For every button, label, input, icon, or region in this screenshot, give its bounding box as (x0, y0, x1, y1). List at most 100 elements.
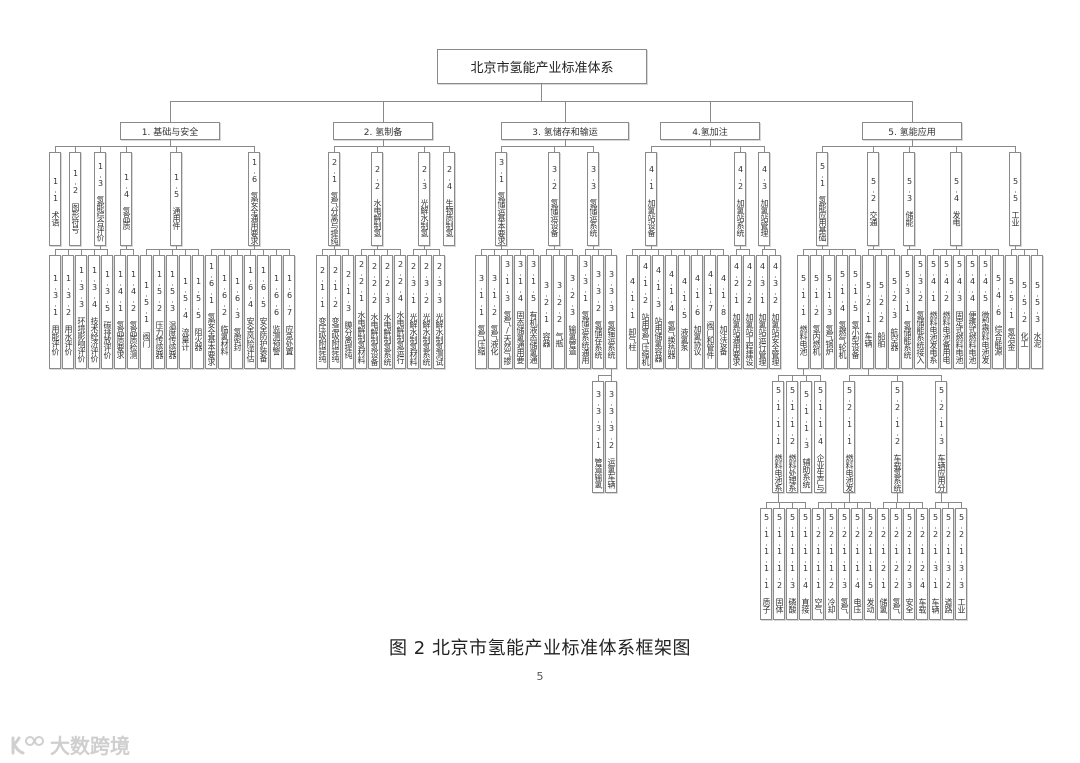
standard-item-node: 4.1.1 卸气柱 (626, 255, 638, 369)
detail-item-node: 5.2.1.1.4 电压变换器 (851, 508, 863, 620)
standard-item-node: 1.6.4 安全风险评估 (244, 255, 256, 369)
connector-line (816, 249, 817, 255)
connector-line (907, 249, 921, 250)
standard-item-node: 4.2.1 加氢站通用要求 (730, 255, 742, 369)
subcategory-node: 3.3 氢储运系统 (587, 152, 599, 246)
connector-line (55, 249, 56, 255)
category-node-5: 5. 氢能应用 (862, 122, 962, 140)
connector-line (941, 375, 942, 381)
standard-item-node: 1.4.1 氢品质要求 (114, 255, 126, 369)
subcategory-node: 1.4 氢品质 (120, 152, 132, 246)
standard-item-node-label: 2.1.1 变压吸附提纯 (318, 266, 327, 362)
standard-item-node-label: 5.4.6 综合能源 (994, 273, 1003, 355)
standard-item-node-label: 1.4.1 氢品质要求 (116, 269, 125, 359)
sub-item-node: 5.2.1.1 燃料电池发动机系统 (843, 381, 855, 493)
subcategory-node: 4.2 加氢站系统 (734, 152, 746, 246)
standard-item-node: 1.6.3 氢密封 (231, 255, 243, 369)
standard-item-node: 3.2.3 输氢管道 (566, 255, 578, 369)
subcategory-node-label: 2.2 水电解制氢 (373, 165, 382, 237)
subcategory-node-label: 3.1 氢储运基本要求 (497, 157, 506, 245)
standard-item-node-label: 1.4.2 氢品质检测 (129, 269, 138, 359)
standard-item-node: 3.1.4 固态储氢通用要求 (514, 255, 526, 369)
sub-item-node-label: 5.1.1.2 燃料处理系统 (787, 386, 797, 492)
connector-line (611, 249, 612, 255)
connector-line (374, 249, 375, 255)
detail-item-node-label: 5.2.1.1.5 发动机系统测试 (865, 513, 875, 613)
connector-line (870, 502, 871, 508)
standard-item-node-label: 5.4.3 固定式燃料电池发电系统 (954, 260, 964, 364)
figure-caption: 图 2 北京市氢能产业标准体系框架图 (389, 638, 691, 659)
standard-item-node-label: 1.3.1 用能评价 (51, 273, 60, 355)
root-node: 北京市氢能产业标准体系 (437, 49, 647, 84)
connector-line (481, 249, 482, 255)
connector-line (224, 249, 225, 255)
connector-line (322, 249, 323, 255)
connector-line (956, 246, 957, 249)
connector-line (896, 502, 897, 508)
standard-item-node: 4.1.3 站用储氢容器 (652, 255, 664, 369)
subcategory-node-label: 1.2 图形符号 (71, 169, 80, 233)
standard-item-node-label: 2.1.3 膜分离提纯 (344, 269, 353, 359)
detail-item-node: 5.2.1.2.1 储氢模块 (877, 508, 889, 620)
standard-item-node: 5.3.2 氢储能系统接入电网 (914, 255, 926, 369)
standard-item-node-label: 3.2.1 容器 (542, 281, 551, 347)
subcategory-node: 5.5 工业 (1009, 152, 1021, 246)
detail-item-node: 5.2.1.2.4 车载氢系统要求及测试 (916, 508, 928, 620)
connector-line (172, 249, 173, 255)
detail-item-node: 5.1.1.1.3 磷酸燃料电池 (786, 508, 798, 620)
subcategory-node-label: 4.3 加氢站管理 (760, 165, 769, 237)
standard-item-node-label: 1.5.4 流量计 (181, 277, 190, 351)
detail-item-node-label: 5.2.1.1.2 冷却系统 (826, 513, 836, 613)
connector-line (383, 101, 384, 122)
connector-line (697, 249, 698, 255)
standard-item-node: 2.1.1 变压吸附提纯 (316, 255, 328, 369)
standard-item-node: 5.4.6 综合能源 (992, 255, 1004, 369)
standard-item-node-label: 1.3.4 技术经济评价 (90, 266, 99, 362)
standard-item-node-label: 5.3.1 氢储能系统 (903, 269, 912, 359)
connector-line (55, 146, 255, 147)
standard-item-node: 1.6.2 临氢材料 (218, 255, 230, 369)
connector-line (658, 249, 659, 255)
sub-item-node-label: 5.1.1.4 企业生产与管理 (815, 386, 825, 492)
connector-line (941, 493, 942, 502)
connector-line (439, 249, 440, 255)
connector-line (126, 246, 127, 249)
detail-item-node-label: 5.1.1.1.2 固体氧化物燃料电池 (774, 513, 784, 613)
connector-line (778, 375, 779, 381)
watermark-logo-icon (10, 734, 44, 756)
detail-item-node: 5.2.1.2.3 安全部件 (903, 508, 915, 620)
connector-line (998, 249, 999, 255)
standard-item-node: 5.2.3 航空器 (888, 255, 900, 369)
connector-line (749, 249, 750, 255)
standard-item-node: 5.1.1 燃料电池 (797, 255, 809, 369)
standard-item-node: 4.3.2 加氢站安全管理 (769, 255, 781, 369)
subcategory-node: 1.1 术语 (49, 152, 61, 246)
connector-line (554, 146, 555, 152)
connector-line (881, 249, 882, 255)
standard-item-node: 2.3.1 光解水制氢材料 (407, 255, 419, 369)
standard-item-node: 5.5.2 化工 (1018, 255, 1030, 369)
standard-item-node-label: 4.3.1 加氢站运行管理 (758, 262, 767, 366)
root-node-label: 北京市氢能产业标准体系 (470, 61, 614, 76)
connector-line (126, 146, 127, 152)
subcategory-node-label: 1.5 通用件 (172, 172, 181, 230)
detail-item-node-label: 5.2.1.2.3 安全部件 (904, 513, 914, 613)
standard-item-node-label: 5.1.5 氢小型设备 (851, 269, 860, 359)
connector-line (176, 146, 177, 152)
standard-item-node-label: 1.6.5 安全防护装备 (259, 266, 268, 362)
standard-item-node: 2.3.2 光解水制氢系统 (420, 255, 432, 369)
connector-line (632, 249, 633, 255)
sub-item-node-label: 3.3.3.2 运氢车辆 (607, 390, 616, 488)
page-number: 5 (536, 670, 544, 683)
connector-line (959, 249, 960, 255)
connector-line (361, 249, 401, 250)
connector-line (935, 502, 936, 508)
connector-line (593, 146, 594, 152)
standard-item-node-label: 3.2.3 输氢管道 (568, 273, 577, 355)
connector-line (894, 249, 895, 255)
connector-line (778, 375, 821, 376)
sub-item-node: 5.2.1.3 车辆应用分类 (935, 381, 947, 493)
connector-line (565, 101, 566, 122)
detail-item-node: 5.2.1.2.2 氢气加注模块 (890, 508, 902, 620)
detail-item-node-label: 5.2.1.3.2 道路车辆 (943, 513, 953, 613)
